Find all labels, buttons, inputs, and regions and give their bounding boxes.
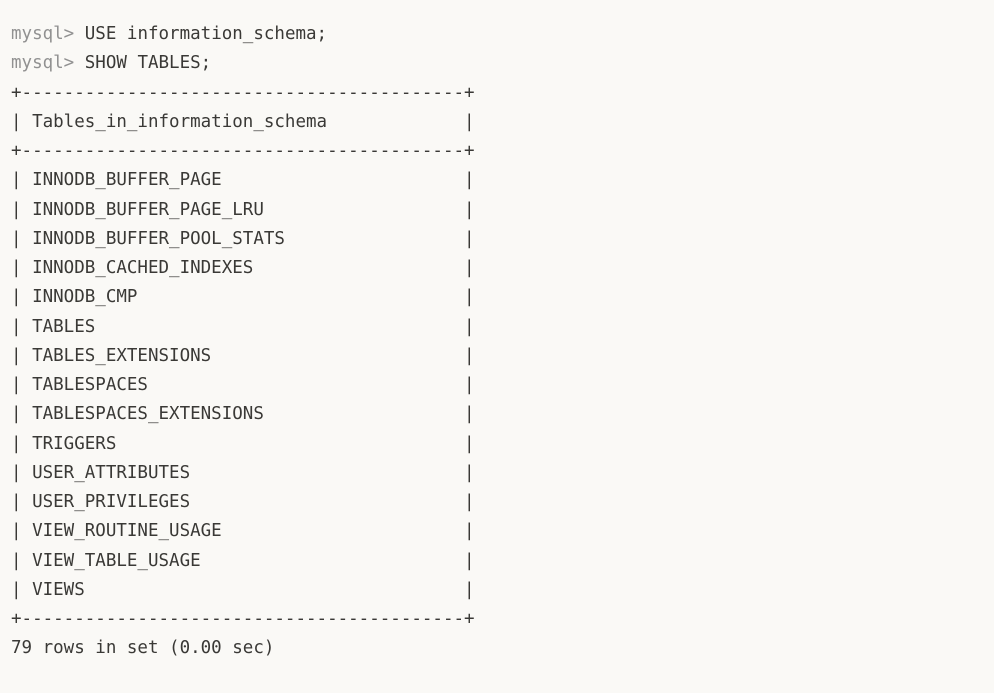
table-row: | VIEW_TABLE_USAGE | xyxy=(11,550,475,571)
command-line-show-tables: mysql> SHOW TABLES; xyxy=(11,49,994,78)
table-border-top: +---------------------------------------… xyxy=(11,82,475,103)
table-row: | TABLES_EXTENSIONS | xyxy=(11,345,475,366)
table-row: | INNODB_BUFFER_PAGE_LRU | xyxy=(11,199,475,220)
table-row: | TABLESPACES_EXTENSIONS | xyxy=(11,404,475,425)
sql-command-show-tables: SHOW TABLES; xyxy=(84,53,212,74)
command-line-use: mysql> USE information_schema; xyxy=(11,20,994,49)
mysql-prompt: mysql> xyxy=(11,24,85,44)
table-row: | INNODB_CMP | xyxy=(11,287,475,308)
table-row: | TABLES | xyxy=(11,316,475,337)
sql-command-use: USE information_schema; xyxy=(84,24,328,44)
table-row: | INNODB_BUFFER_PAGE | xyxy=(11,170,475,191)
table-header: | Tables_in_information_schema | xyxy=(11,111,475,132)
result-summary: 79 rows in set (0.00 sec) xyxy=(11,638,275,659)
table-border-bottom: +---------------------------------------… xyxy=(11,609,475,629)
table-row: | VIEWS | xyxy=(11,579,475,600)
table-row: | INNODB_CACHED_INDEXES | xyxy=(11,258,475,278)
result-table: +---------------------------------------… xyxy=(11,79,994,635)
mysql-prompt: mysql> xyxy=(11,53,85,74)
table-row: | INNODB_BUFFER_POOL_STATS | xyxy=(11,228,475,249)
table-row: | TRIGGERS | xyxy=(11,433,475,454)
table-border-mid: +---------------------------------------… xyxy=(11,141,475,161)
table-row: | USER_ATTRIBUTES | xyxy=(11,462,475,483)
table-row: | TABLESPACES | xyxy=(11,375,475,395)
table-row: | USER_PRIVILEGES | xyxy=(11,492,475,512)
table-row: | VIEW_ROUTINE_USAGE | xyxy=(11,521,475,542)
